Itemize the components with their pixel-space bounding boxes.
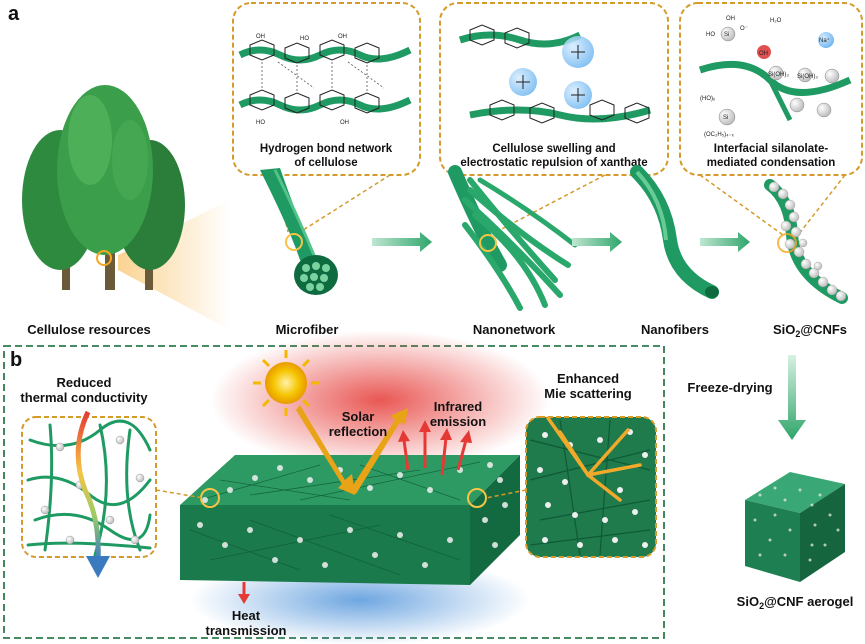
label-solar-reflection-line1: Solar	[342, 409, 375, 424]
label-nanofibers: Nanofibers	[641, 322, 709, 337]
label-sio2-cnfs: SiO2@CNFs	[773, 322, 847, 339]
label-nanonetwork: Nanonetwork	[473, 322, 556, 337]
arrow-2	[572, 232, 622, 252]
label-reduced-thermal-line1: Reduced	[57, 375, 112, 390]
chem-oh-minus: OH	[759, 51, 768, 57]
chem-ho-2: HO	[256, 120, 265, 126]
label-cellulose-resources: Cellulose resources	[27, 322, 151, 337]
inset-mie-scattering	[525, 416, 657, 558]
inset-hydrogen-bond-line2: of cellulose	[294, 157, 357, 169]
sun-icon	[253, 350, 319, 416]
chem-na: Na⁺	[819, 37, 830, 44]
sio2-cnfs-illustration	[764, 179, 848, 304]
inset-hydrogen-bond-frame	[232, 2, 421, 176]
inset-silanolate-line2: mediated condensation	[707, 157, 835, 169]
label-solar-reflection-line2: reflection	[329, 424, 388, 439]
panel-b-letter: b	[10, 349, 22, 371]
label-aerogel: SiO2@CNF aerogel	[737, 594, 854, 611]
arrow-1	[372, 232, 432, 252]
chem-h2o: H₂O	[770, 18, 782, 24]
aerogel-cube	[745, 472, 845, 582]
chem-oh-2: OH	[338, 34, 347, 40]
label-mie-line2: Mie scattering	[544, 386, 631, 401]
label-mie-line1: Enhanced	[557, 371, 619, 386]
chem-oh-4: OH	[726, 16, 735, 22]
chem-sioh3-2: Si(OH)₃	[797, 74, 818, 80]
inset-silanolate-line1: Interfacial silanolate-	[714, 143, 829, 155]
chem-oh-1: OH	[256, 34, 265, 40]
microfiber-illustration	[260, 168, 338, 295]
chem-ho-1: HO	[300, 36, 309, 42]
label-heat-transmission-line1: Heat	[232, 608, 261, 623]
chem-si-1: Si	[724, 32, 729, 38]
inset-swelling-frame	[439, 2, 669, 176]
nanofibers-illustration	[630, 165, 719, 299]
inset-hydrogen-bond-line1: Hydrogen bond network	[260, 143, 393, 155]
arrow-freeze-drying	[778, 355, 806, 440]
heat-transmission-arrow	[238, 582, 250, 604]
chem-oc2h5: (OC₂H₅)₄₋ₓ	[704, 132, 734, 138]
chem-sioh3-1: Si(OH)₃	[768, 72, 789, 78]
label-freeze-drying: Freeze-drying	[687, 380, 772, 395]
cellulose-chain-diagram-2	[458, 24, 652, 124]
panel-a-letter: a	[8, 3, 20, 25]
label-heat-transmission-line2: transmission	[206, 623, 287, 638]
aerogel-slab	[180, 455, 520, 585]
label-infrared-line2: emission	[430, 414, 486, 429]
cellulose-chain-diagram-1: OH HO OH HO OH	[238, 34, 412, 126]
inset-connectors	[274, 174, 846, 236]
tree-illustration	[22, 85, 230, 330]
connector-left	[155, 489, 204, 499]
solar-reflection-arrows	[296, 405, 408, 495]
label-infrared-line1: Infrared	[434, 399, 482, 414]
inset-swelling-line2: electrostatic repulsion of xanthate	[460, 157, 647, 169]
chem-o-minus: O⁻	[740, 26, 748, 32]
inset-swelling-line1: Cellulose swelling and	[492, 143, 615, 155]
nanonetwork-illustration	[448, 165, 578, 311]
chem-ho-x: (HO)ₓ	[700, 96, 715, 102]
chem-si-2: Si	[723, 115, 728, 121]
chem-oh-3: OH	[340, 120, 349, 126]
infrared-emission-arrows	[398, 420, 472, 476]
chem-ho-3: HO	[706, 32, 715, 38]
inset-thermal-network	[21, 410, 157, 578]
arrow-3	[700, 232, 750, 252]
inset-silanolate-frame	[679, 2, 863, 176]
silanolate-diagram: Si HO OH O⁻ OH H₂O Na⁺ Si(OH)₃ Si(OH)₃ S…	[698, 16, 852, 138]
label-reduced-thermal-line2: thermal conductivity	[20, 390, 148, 405]
label-microfiber: Microfiber	[276, 322, 339, 337]
